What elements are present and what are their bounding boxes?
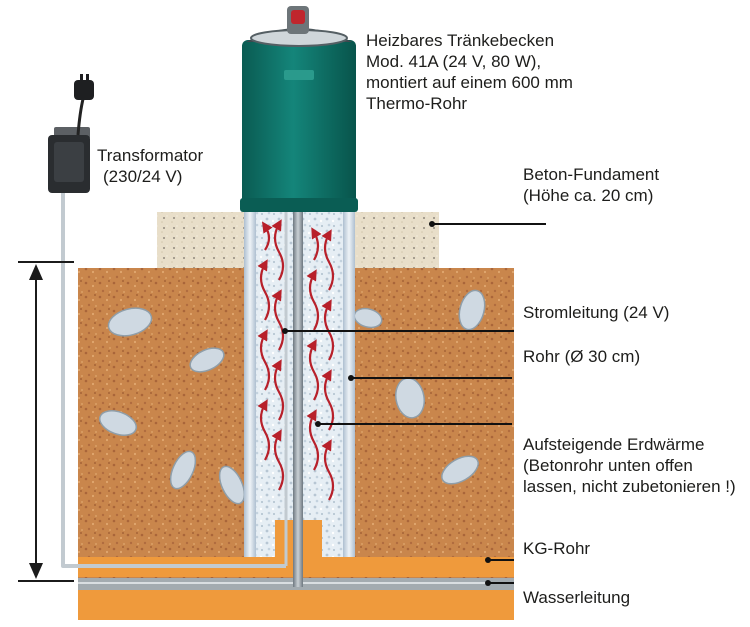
- heat-arrow: [306, 269, 320, 331]
- leader-lines: [282, 221, 546, 586]
- heat-arrow: [306, 339, 320, 401]
- heat-arrow: [261, 221, 273, 251]
- leader-dot: [485, 557, 491, 563]
- heat-arrow: [271, 429, 285, 491]
- stone: [169, 450, 197, 490]
- foundation-label: Beton-Fundament (Höhe ca. 20 cm): [523, 164, 659, 206]
- plug-body: [74, 80, 94, 100]
- heat-arrow: [306, 409, 320, 471]
- depth-arrow-head-top: [29, 264, 43, 280]
- heat-arrow: [321, 229, 335, 291]
- heater-label-line: Heizbares Tränkebecken: [366, 31, 555, 50]
- heat-arrow: [271, 359, 285, 421]
- transformer-face: [54, 142, 84, 182]
- heat-arrow: [257, 329, 271, 391]
- foundation-label-line: (Höhe ca. 20 cm): [523, 186, 654, 205]
- trough-valve-cap: [291, 10, 305, 24]
- stone: [441, 455, 479, 485]
- heat-arrow: [311, 227, 322, 261]
- earth-heat-label: Aufsteigende Erdwärme (Betonrohr unten o…: [523, 434, 736, 497]
- pipe-label-text: Rohr (Ø 30 cm): [523, 347, 641, 366]
- water-line-label: Wasserleitung: [523, 587, 630, 608]
- drinking-trough: [240, 6, 358, 212]
- gravel-stones: [99, 289, 486, 505]
- leader-dot: [282, 328, 288, 334]
- transformer-label: Transformator (230/24 V): [97, 145, 203, 187]
- leader-dot: [429, 221, 435, 227]
- stone: [107, 307, 153, 337]
- earth-heat-label-line: lassen, nicht zubetonieren !): [523, 477, 736, 496]
- concrete-pipe-wall-right: [343, 212, 355, 557]
- trough-logo: [284, 70, 314, 80]
- heat-arrow: [271, 219, 285, 281]
- leader-dot: [348, 375, 354, 381]
- heat-arrow: [321, 369, 335, 431]
- pipe-label: Rohr (Ø 30 cm): [523, 346, 640, 367]
- stone: [458, 289, 486, 331]
- heater-label-line: Thermo-Rohr: [366, 94, 468, 113]
- leader-dot: [315, 421, 321, 427]
- depth-arrow-head-bottom: [29, 563, 43, 579]
- heat-arrow: [321, 439, 335, 501]
- trough-body: [242, 40, 356, 212]
- stone: [218, 465, 246, 505]
- heater-label-line: Mod. 41A (24 V, 80 W),: [366, 52, 542, 71]
- central-supply-pipe: [293, 212, 303, 587]
- transformer-box-icon: [48, 94, 90, 193]
- transformer-label-line: (230/24 V): [103, 167, 183, 186]
- concrete-pipe-wall-left: [244, 212, 256, 557]
- kg-pipe-bottom-band: [78, 590, 514, 620]
- heater-label: Heizbares Tränkebecken Mod. 41A (24 V, 8…: [366, 30, 573, 114]
- transformer-label-line: Transformator: [97, 146, 204, 165]
- earth-heat-label-line: Aufsteigende Erdwärme: [523, 435, 705, 454]
- trough-base-rim: [240, 198, 358, 212]
- heat-arrow: [257, 259, 271, 321]
- plug-pin: [86, 74, 89, 82]
- earth-heat-label-line: (Betonrohr unten offen: [523, 456, 693, 475]
- heat-arrow: [271, 289, 285, 351]
- kg-pipe-label-text: KG-Rohr: [523, 539, 591, 558]
- heater-label-line: montiert auf einem 600 mm: [366, 73, 573, 92]
- stone: [189, 347, 225, 373]
- foundation-label-line: Beton-Fundament: [523, 165, 660, 184]
- water-line-label-text: Wasserleitung: [523, 588, 631, 607]
- heat-arrows: [257, 219, 335, 501]
- leader-dot: [485, 580, 491, 586]
- heat-arrow: [257, 399, 271, 461]
- power-line-label-text: Stromleitung (24 V): [523, 303, 670, 322]
- kg-pipe-label: KG-Rohr: [523, 538, 590, 559]
- power-line-label: Stromleitung (24 V): [523, 302, 669, 323]
- plug-pin: [80, 74, 83, 82]
- stone: [99, 410, 137, 436]
- power-plug-icon: [74, 74, 94, 100]
- double-arrow-icon: [18, 261, 74, 582]
- power-cable: [61, 190, 286, 568]
